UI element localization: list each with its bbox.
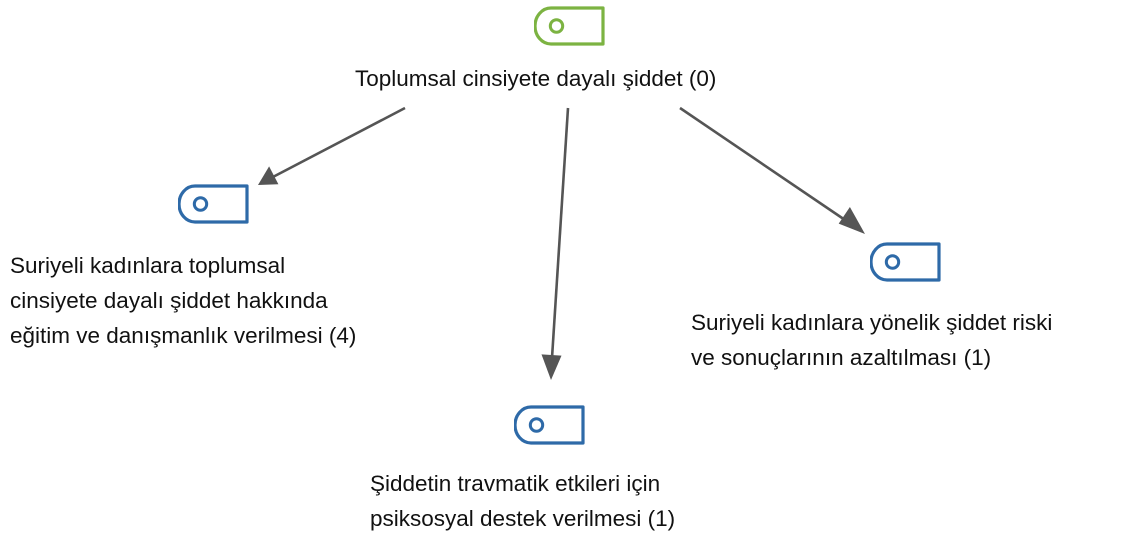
node-left-label: Suriyeli kadınlara toplumsal cinsiyete d…	[10, 248, 356, 353]
edge-root-to-right	[679, 106, 865, 234]
node-bottom-label: Şiddetin travmatik etkileri için psiksos…	[370, 466, 675, 536]
label-line: Suriyeli kadınlara toplumsal	[10, 253, 286, 278]
tag-icon	[534, 6, 605, 46]
label-line: Şiddetin travmatik etkileri için	[370, 471, 661, 496]
arrowhead-icon	[838, 207, 865, 234]
edge-root-to-left	[258, 106, 406, 185]
arrowhead-icon	[258, 166, 279, 185]
tag-icon	[514, 405, 585, 445]
label-line: Toplumsal cinsiyete dayalı şiddet (0)	[355, 66, 717, 91]
edge-line	[550, 107, 570, 359]
arrowhead-icon	[541, 354, 562, 380]
label-line: psiksosyal destek verilmesi (1)	[370, 506, 676, 531]
label-line: eğitim ve danışmanlık verilmesi (4)	[10, 323, 357, 348]
node-root-label: Toplumsal cinsiyete dayalı şiddet (0)	[355, 61, 716, 96]
node-right-label: Suriyeli kadınlara yönelik şiddet riski …	[691, 305, 1052, 375]
edge-line	[679, 106, 849, 224]
edge-line	[270, 106, 406, 180]
label-line: ve sonuçlarının azaltılması (1)	[691, 345, 992, 370]
tag-icon	[178, 184, 249, 224]
label-line: Suriyeli kadınlara yönelik şiddet riski	[691, 310, 1053, 335]
edge-root-to-bottom	[541, 107, 570, 380]
tag-icon	[870, 242, 941, 282]
label-line: cinsiyete dayalı şiddet hakkında	[10, 288, 328, 313]
